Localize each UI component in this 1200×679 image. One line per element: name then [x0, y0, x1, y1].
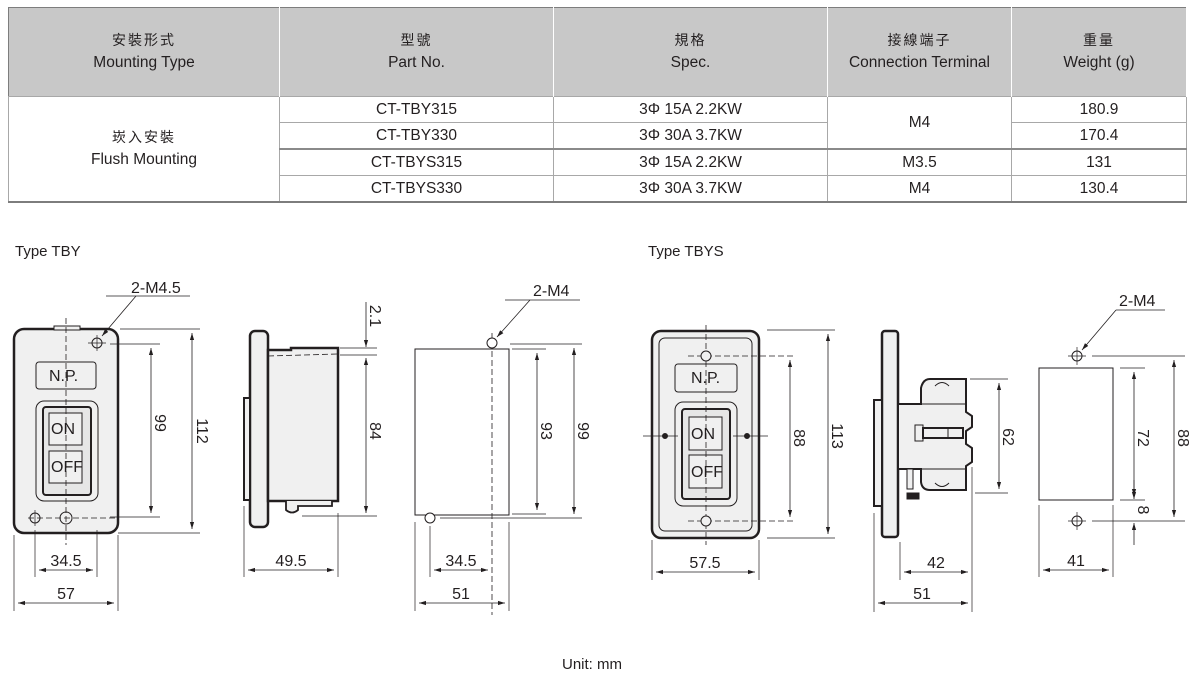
header-en: Part No. — [388, 54, 445, 71]
mounting-cell: 崁入安裝 Flush Mounting — [8, 96, 280, 203]
dim-height: 72 — [1134, 429, 1151, 447]
mounting-zh: 崁入安裝 — [112, 130, 176, 146]
header-en: Weight (g) — [1063, 54, 1135, 71]
tby-cutout-view — [414, 299, 582, 615]
dim-hole-pitch: 99 — [574, 422, 591, 440]
part-cell: CT-TBY315 — [279, 96, 554, 123]
spec-table: 安裝形式 Mounting Type 型號 Part No. 規格 Spec. … — [8, 7, 1187, 203]
nameplate-label: N.P. — [49, 368, 78, 385]
dim-depth: 49.5 — [275, 553, 306, 570]
dim-body-depth: 42 — [927, 555, 945, 572]
table-row: CT-TBYS330 3Φ 30A 3.7KW M4 130.4 — [9, 175, 1187, 203]
tby-front-view — [12, 295, 200, 611]
header-en: Mounting Type — [93, 54, 195, 71]
tbys-side-labels: 62 42 51 — [913, 428, 1016, 603]
spec-cell: 3Φ 15A 2.2KW — [553, 96, 828, 123]
spec-cell: 3Φ 15A 2.2KW — [553, 148, 828, 176]
table-row: 崁入安裝 Flush Mounting CT-TBY315 3Φ 15A 2.2… — [8, 96, 1187, 203]
header-part-no: 型號 Part No. — [279, 7, 554, 97]
spec-cell: 3Φ 30A 3.7KW — [553, 175, 828, 203]
weight-cell: 130.4 — [1011, 175, 1187, 203]
tby-cutout-labels: 2-M4 93 99 34.5 51 — [445, 283, 591, 603]
header-connection-terminal: 接線端子 Connection Terminal — [827, 7, 1012, 97]
tby-front-labels: 2-M4.5 N.P. ON OFF 99 112 34.5 57 — [49, 280, 210, 603]
off-button-label: OFF — [51, 459, 83, 476]
dim-hole-x: 34.5 — [50, 553, 81, 570]
dim-width: 51 — [452, 586, 470, 603]
hole-callout: 2-M4.5 — [131, 280, 181, 297]
tby-side-labels: 2.1 84 49.5 — [275, 305, 383, 570]
tbys-front-view — [643, 325, 835, 580]
dim-width: 41 — [1067, 553, 1085, 570]
weight-cell: 180.9 — [1011, 96, 1187, 123]
header-mounting-type: 安裝形式 Mounting Type — [8, 7, 280, 97]
dim-hole-pitch: 88 — [790, 429, 807, 447]
header-zh: 接線端子 — [887, 33, 952, 49]
dim-height: 93 — [537, 422, 554, 440]
off-button-label: OFF — [691, 464, 723, 481]
tbys-cutout-labels: 2-M4 72 8 88 41 — [1067, 293, 1191, 570]
header-zh: 重量 — [1083, 33, 1115, 49]
dim-width: 57.5 — [689, 555, 720, 572]
header-spec: 規格 Spec. — [553, 7, 828, 97]
dim-height: 112 — [193, 418, 210, 444]
table-row: CT-TBYS315 3Φ 15A 2.2KW M3.5 131 — [9, 148, 1187, 176]
header-zh: 規格 — [674, 33, 707, 49]
dim-top: 2.1 — [366, 305, 383, 327]
hole-callout: 2-M4 — [533, 283, 570, 300]
terminal-cell: M4 — [827, 175, 1012, 203]
dim-width: 57 — [57, 586, 75, 603]
dim-hole-pitch: 88 — [1174, 429, 1191, 447]
terminal-cell: M4 — [827, 96, 1012, 150]
header-en: Spec. — [670, 54, 711, 71]
mounting-en: Flush Mounting — [91, 151, 197, 168]
part-cell: CT-TBYS330 — [279, 175, 554, 203]
nameplate-label: N.P. — [691, 370, 720, 387]
table-header-row: 安裝形式 Mounting Type 型號 Part No. 規格 Spec. … — [8, 7, 1187, 97]
dim-body: 62 — [999, 428, 1016, 446]
on-button-label: ON — [691, 426, 715, 443]
type-tbys-title: Type TBYS — [648, 243, 724, 260]
dim-hole-x: 34.5 — [445, 553, 476, 570]
terminal-cell: M3.5 — [827, 148, 1012, 176]
unit-label: Unit: mm — [562, 656, 622, 673]
dim-body: 84 — [366, 422, 383, 440]
dim-offset: 8 — [1134, 506, 1151, 515]
dim-hole-pitch: 99 — [151, 414, 168, 432]
type-tby-title: Type TBY — [15, 243, 81, 260]
header-zh: 型號 — [400, 33, 433, 49]
spec-cell: 3Φ 30A 3.7KW — [553, 122, 828, 150]
tbys-side-view — [873, 329, 1008, 612]
header-zh: 安裝形式 — [112, 33, 176, 49]
hole-callout: 2-M4 — [1119, 293, 1156, 310]
weight-cell: 131 — [1011, 148, 1187, 176]
dim-depth: 51 — [913, 586, 931, 603]
tbys-cutout-view — [1038, 309, 1185, 577]
tbys-front-labels: N.P. ON OFF 88 113 57.5 — [689, 370, 845, 572]
tby-side-view — [243, 302, 377, 577]
on-button-label: ON — [51, 421, 75, 438]
part-cell: CT-TBYS315 — [279, 148, 554, 176]
header-weight: 重量 Weight (g) — [1011, 7, 1187, 97]
header-en: Connection Terminal — [848, 54, 990, 71]
dim-height: 113 — [828, 423, 845, 449]
